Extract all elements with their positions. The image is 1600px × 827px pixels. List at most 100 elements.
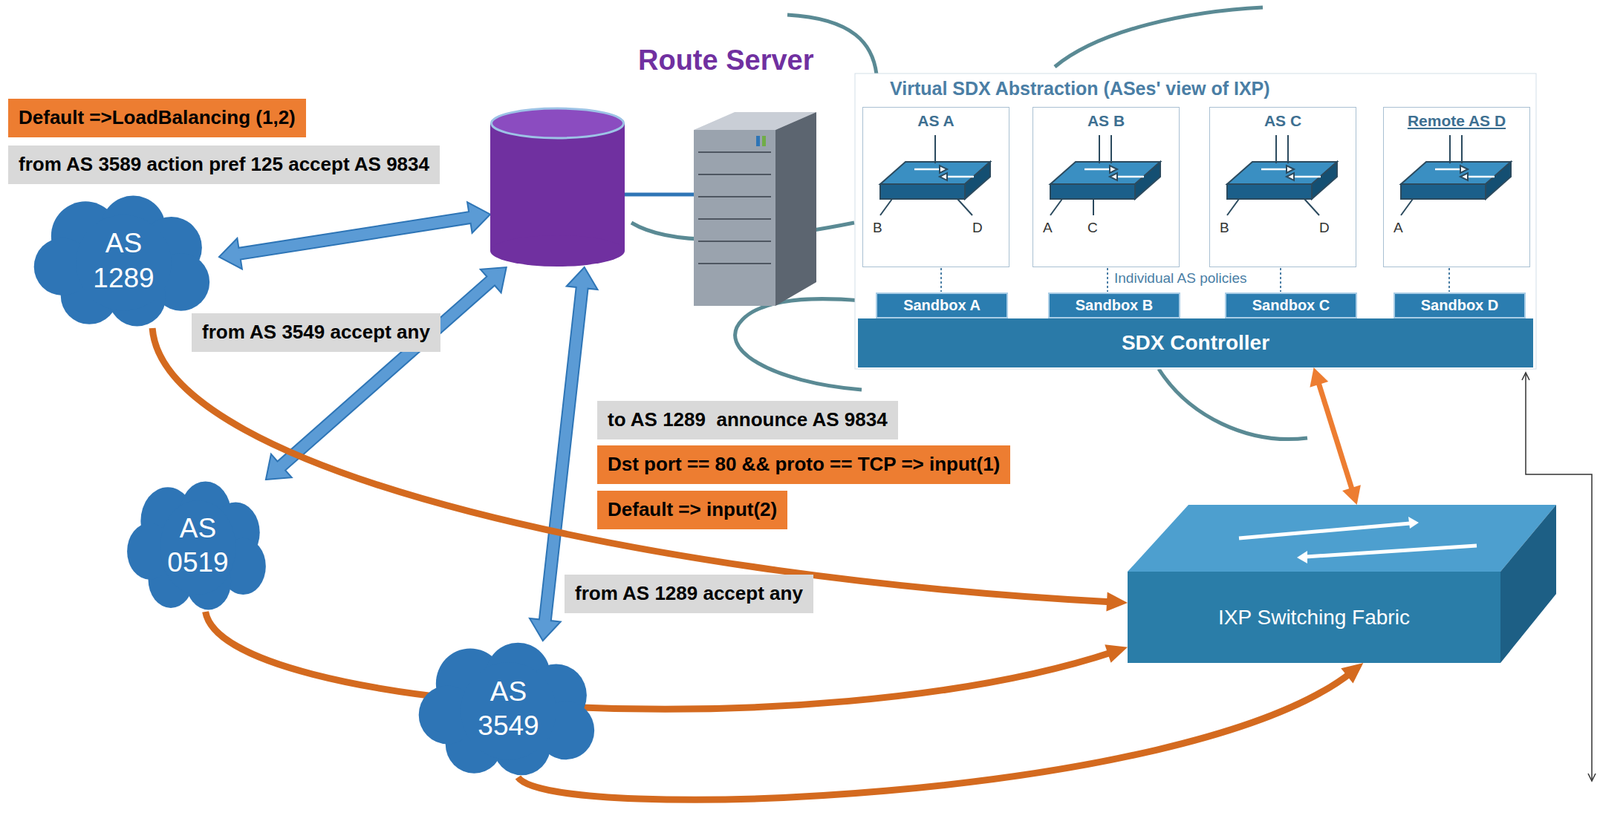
- controller-bar-text: SDX Controller: [1121, 331, 1270, 356]
- as-switch-box: Remote AS D: [1383, 106, 1531, 268]
- policy-text: from AS 3589 action pref 125 accept AS 9…: [18, 153, 430, 176]
- port-letter-text: A: [1042, 219, 1053, 236]
- port-letter: A: [1393, 219, 1404, 237]
- server-icon: [693, 112, 817, 307]
- cloud-lobe: [460, 662, 557, 760]
- deco-curve: [1158, 369, 1308, 440]
- as-switch-box: AS C: [1209, 106, 1357, 268]
- fabric-face: [1127, 505, 1557, 572]
- route-server-db: Route Server: [490, 106, 625, 268]
- cloud-lobe: [160, 500, 237, 595]
- policy-box: from AS 1289 accept any: [564, 574, 814, 614]
- curved-arrow: [152, 328, 1113, 603]
- port-letter: B: [1219, 219, 1230, 237]
- cyl-shape: [490, 106, 625, 268]
- text-holder: AS 0519: [122, 479, 274, 613]
- port-letter-text: C: [1087, 219, 1098, 236]
- fabric-arrowhead: [1408, 516, 1419, 529]
- sdx-panel: Virtual SDX Abstraction (ASes' view of I…: [854, 73, 1537, 370]
- fabric-face: [1500, 505, 1557, 664]
- sandbox-box: Sandbox D: [1393, 292, 1526, 319]
- port-letter: D: [972, 219, 983, 237]
- policy-text: from AS 3549 accept any: [202, 320, 431, 344]
- connector: [152, 328, 1128, 613]
- switch-icon: [880, 135, 991, 216]
- switch-icon: [1400, 135, 1511, 216]
- sdx-panel-text: Virtual SDX Abstraction (ASes' view of I…: [889, 77, 1271, 99]
- arrowhead: [1104, 644, 1128, 664]
- port-letter: C: [1087, 219, 1098, 237]
- text-holder: AS 3549: [412, 641, 604, 778]
- sandbox-box: Sandbox C: [1224, 292, 1358, 319]
- connector: [219, 202, 491, 269]
- port-letter-text: D: [1319, 219, 1330, 236]
- as-cloud: AS 1289: [28, 193, 220, 329]
- block-arrow: [265, 267, 507, 480]
- policy-note-text: Individual AS policies: [1112, 270, 1249, 286]
- deco-curve: [735, 299, 862, 390]
- cylinder-body: [490, 123, 625, 252]
- policy-text: to AS 1289 announce AS 9834: [607, 408, 888, 431]
- sandbox-box-text: Sandbox D: [1420, 297, 1499, 315]
- sandbox-box-text: Sandbox A: [903, 297, 981, 315]
- text-holder: IXP Switching Fabric: [1127, 571, 1501, 664]
- fabric-arrow: [1238, 523, 1410, 539]
- cylinder-top: [491, 108, 624, 139]
- port-letter-text: B: [1219, 219, 1230, 236]
- straight-arrow: [1317, 380, 1353, 493]
- arrowhead: [1106, 592, 1128, 613]
- switch-icon: [1050, 135, 1161, 216]
- fabric-arrow: [1305, 545, 1477, 558]
- text-holder: Route Server: [638, 44, 815, 77]
- cylinder-bottom: [490, 235, 625, 267]
- arrowhead: [1342, 485, 1361, 506]
- fabric-shape: [1127, 505, 1557, 664]
- as-switch-box-text: AS A: [917, 112, 954, 130]
- as-cloud: AS 0519: [122, 479, 274, 613]
- connector: [265, 267, 507, 480]
- deco-curve: [1054, 7, 1263, 67]
- as-switch-box: AS B: [1032, 106, 1180, 268]
- as-cloud: AS 3549: [412, 641, 604, 778]
- text-holder: AS A: [863, 112, 1009, 130]
- text-holder: Virtual SDX Abstraction (ASes' view of I…: [889, 77, 1271, 100]
- block-arrow: [219, 202, 491, 269]
- policy-box: to AS 1289 announce AS 9834: [597, 401, 899, 440]
- policy-dotted-lines: [941, 268, 1450, 292]
- as-cloud-text: AS 0519: [167, 511, 229, 581]
- policy-box: from AS 3549 accept any: [191, 313, 441, 353]
- switch-icon: [1227, 135, 1338, 216]
- fabric-face: [1127, 571, 1501, 664]
- cloud-shape: [28, 193, 220, 329]
- policy-box: Default =>LoadBalancing (1,2): [8, 98, 307, 138]
- cloud-shape: [412, 641, 604, 778]
- as-switch-box-text: Remote AS D: [1407, 112, 1506, 130]
- policy-note: Individual AS policies: [1112, 270, 1249, 287]
- switching-fabric-text: IXP Switching Fabric: [1218, 606, 1410, 630]
- port-letter: A: [1042, 219, 1053, 237]
- controller-bar: SDX Controller: [857, 318, 1534, 368]
- policy-text: Default => input(2): [607, 498, 777, 521]
- connector: [205, 612, 1128, 710]
- port-letter: D: [1319, 219, 1330, 237]
- text-holder: Remote AS D: [1383, 112, 1530, 130]
- as-switch-box: AS A: [862, 106, 1010, 268]
- text-holder: AS B: [1033, 112, 1179, 130]
- sandbox-box: Sandbox A: [875, 292, 1008, 319]
- sdx-panel-ground: [854, 73, 1537, 370]
- as-cloud-text: AS 3549: [477, 675, 539, 745]
- arrowhead: [1340, 663, 1364, 685]
- as-cloud-text: AS 1289: [92, 226, 154, 296]
- curved-arrow: [517, 672, 1352, 800]
- as-switch-box-text: AS C: [1264, 112, 1302, 130]
- sandbox-box-text: Sandbox B: [1075, 297, 1153, 315]
- curved-arrow: [205, 612, 1114, 710]
- sandbox-box: Sandbox B: [1048, 292, 1181, 319]
- policy-box: from AS 3589 action pref 125 accept AS 9…: [8, 145, 440, 185]
- route-server-db-text: Route Server: [638, 44, 815, 76]
- text-holder: AS C: [1210, 112, 1356, 130]
- policy-box: Default => input(2): [597, 490, 788, 530]
- policy-box: Dst port == 80 && proto == TCP => input(…: [597, 445, 1011, 485]
- cloud-shape: [122, 479, 274, 613]
- policy-text: from AS 1289 accept any: [574, 582, 803, 605]
